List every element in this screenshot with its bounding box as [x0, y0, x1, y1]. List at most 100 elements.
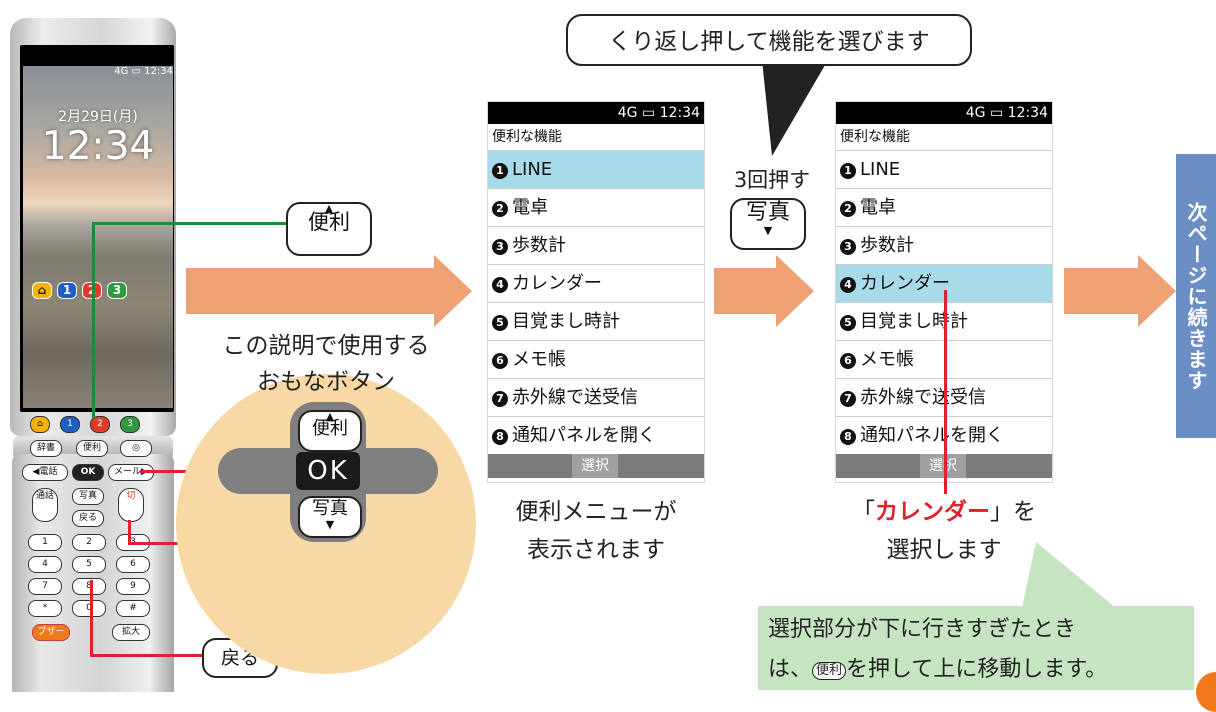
key-home-icon[interactable]: ⌂	[30, 416, 50, 433]
key-digit-7[interactable]: 7	[28, 578, 62, 595]
note-benri-key: 便利	[812, 662, 847, 680]
key-talk[interactable]: 通話	[32, 488, 58, 522]
note-box: 選択部分が下に行きすぎたとき は、便利を押して上に移動します。	[758, 606, 1194, 690]
up-triangle-icon: ▲	[325, 410, 335, 423]
red-line-back-v	[90, 580, 93, 656]
key-digit-9[interactable]: 9	[116, 578, 150, 595]
key-end[interactable]: 切	[118, 488, 144, 522]
down-triangle-icon: ▼	[763, 224, 773, 237]
key-digit-4[interactable]: 4	[28, 556, 62, 573]
panel-ok-key: OK	[296, 452, 360, 490]
red-line-ok	[140, 470, 216, 473]
key-quick-3[interactable]: 3	[120, 416, 140, 433]
page-corner-badge	[1196, 672, 1216, 712]
next-page-tab: 次ページに続きます	[1176, 154, 1216, 438]
key-call-left[interactable]: ◀電話	[22, 464, 68, 481]
screen1-time: 12:34	[659, 105, 700, 121]
key-web-icon[interactable]: ◎	[120, 440, 152, 457]
key-star[interactable]: *	[28, 600, 62, 617]
label-benri-key: ▲ 便利	[286, 202, 372, 256]
press-three-times: 3回押す	[733, 168, 811, 192]
key-buzzer[interactable]: ブザー	[32, 624, 70, 641]
arrow-2-head	[776, 255, 814, 327]
key-photo[interactable]: 写真	[72, 488, 104, 505]
green-line-vertical	[92, 222, 95, 418]
up-triangle-icon: ▲	[324, 202, 334, 215]
key-quick-2[interactable]: 2	[90, 416, 110, 433]
screen1-status-bar: 4G ▭ 12:34	[488, 102, 704, 124]
panel-benri-key: ▲便利	[298, 410, 362, 452]
key-digit-8[interactable]: 8	[72, 578, 106, 595]
quick-key-3: 3	[107, 282, 127, 299]
key-back[interactable]: 戻る	[72, 510, 104, 527]
bubble-tail	[762, 60, 828, 156]
key-dictionary[interactable]: 辞書	[30, 440, 62, 457]
screen1-title: 便利な機能	[492, 129, 562, 145]
arrow-2-body	[714, 268, 778, 314]
battery-icon: ▭	[989, 105, 1004, 121]
key-ok[interactable]: OK	[72, 464, 104, 481]
phone-clock: 12:34	[41, 124, 155, 169]
caption-calendar-line1: 「カレンダー」を	[852, 499, 1036, 525]
panel-photo-key: 写真▼	[298, 496, 362, 538]
arrow-1-head	[434, 255, 472, 327]
screen1-select-softkey[interactable]: 選択	[572, 454, 618, 478]
buttons-caption-2: おもなボタン	[257, 369, 395, 395]
note-line-2: は、便利を押して上に移動します。	[768, 657, 1108, 682]
caption-menu-line2: 表示されます	[527, 537, 665, 563]
phone-quick-keys: ⌂ 1 2 3	[32, 282, 127, 299]
speech-bubble: くり返し押して機能を選びます	[566, 14, 972, 66]
phone-status-time: 12:34	[144, 66, 173, 77]
screen1-footer: 選択	[488, 454, 704, 478]
down-triangle-icon: ▼	[325, 518, 335, 531]
arrow-1-body	[186, 268, 436, 314]
phone-keypad-body: ⌂ 1 2 3 辞書 便利 ◎ ◀電話 OK メール▶ 通話 写真 戻る 切 1…	[12, 416, 174, 692]
key-hash[interactable]: #	[116, 600, 150, 617]
network-icon: 4G	[965, 105, 986, 121]
caption-calendar-line2: 選択します	[886, 537, 1002, 563]
battery-icon: ▭	[131, 66, 141, 77]
screen2-status-bar: 4G ▭ 12:34	[836, 102, 1052, 124]
key-digit-2[interactable]: 2	[72, 534, 106, 551]
key-quick-1[interactable]: 1	[60, 416, 80, 433]
arrow-3-head	[1138, 255, 1176, 327]
red-line-calendar	[944, 290, 947, 494]
network-icon: 4G	[617, 105, 638, 121]
network-icon: 4G	[114, 66, 129, 77]
phone-status-bar: 4G ▭ 12:34	[23, 66, 173, 80]
key-digit-1[interactable]: 1	[28, 534, 62, 551]
arrow-3-body	[1064, 268, 1140, 314]
key-digit-0[interactable]: 0	[72, 600, 106, 617]
phone-wallpaper	[23, 66, 173, 408]
key-benri[interactable]: 便利	[76, 440, 108, 457]
red-line-back-h	[90, 654, 202, 657]
home-icon: ⌂	[32, 282, 52, 299]
screen2-select-softkey[interactable]: 選択	[920, 454, 966, 478]
key-digit-6[interactable]: 6	[116, 556, 150, 573]
battery-icon: ▭	[641, 105, 656, 121]
key-digit-5[interactable]: 5	[72, 556, 106, 573]
note-line-1: 選択部分が下に行きすぎたとき	[768, 617, 1077, 642]
note-tail	[1022, 542, 1116, 608]
quick-key-1: 1	[57, 282, 77, 299]
key-zoom[interactable]: 拡大	[112, 624, 150, 641]
screen2-time: 12:34	[1007, 105, 1048, 121]
caption-menu-line1: 便利メニューが	[515, 499, 677, 525]
buttons-caption-1: この説明で使用する	[222, 333, 430, 359]
screen2-title: 便利な機能	[840, 129, 910, 145]
press-photo-key: 写真▼	[730, 198, 806, 250]
green-line-horizontal	[92, 222, 286, 225]
